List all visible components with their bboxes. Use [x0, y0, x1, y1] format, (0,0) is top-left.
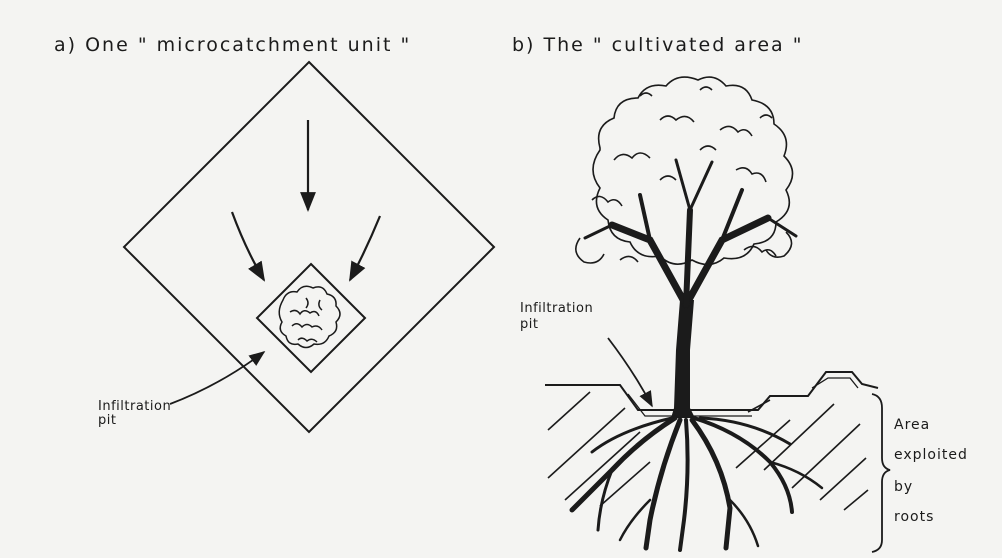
roots-label-line4: roots [894, 510, 934, 524]
tree-roots [572, 418, 822, 550]
pit-label-b-line2: pit [520, 318, 538, 332]
pit-label-a-line2: pit [98, 414, 116, 428]
cultivated-area [545, 77, 890, 552]
roots-label-line2: exploited [894, 448, 968, 462]
pit-pointer-arrow [170, 352, 264, 404]
infiltration-pit-square [257, 264, 365, 372]
tree-trunk [671, 300, 695, 418]
runoff-arrow-right [350, 216, 380, 280]
pit-label-a-line1: Infiltration [98, 400, 171, 414]
panel-b-title: b) The " cultivated area " [512, 34, 803, 56]
plant-in-pit [279, 286, 340, 347]
roots-label-line1: Area [894, 418, 930, 432]
panel-a-title: a) One " microcatchment unit " [54, 34, 411, 56]
pit-label-b-line1: Infiltration [520, 302, 593, 316]
runoff-arrow-left [232, 212, 264, 280]
roots-label-line3: by [894, 480, 913, 494]
tree-canopy [576, 77, 793, 264]
catchment-diamond [124, 62, 494, 432]
tree-branches [585, 160, 796, 305]
roots-brace [872, 394, 890, 552]
microcatchment-unit [124, 62, 494, 432]
